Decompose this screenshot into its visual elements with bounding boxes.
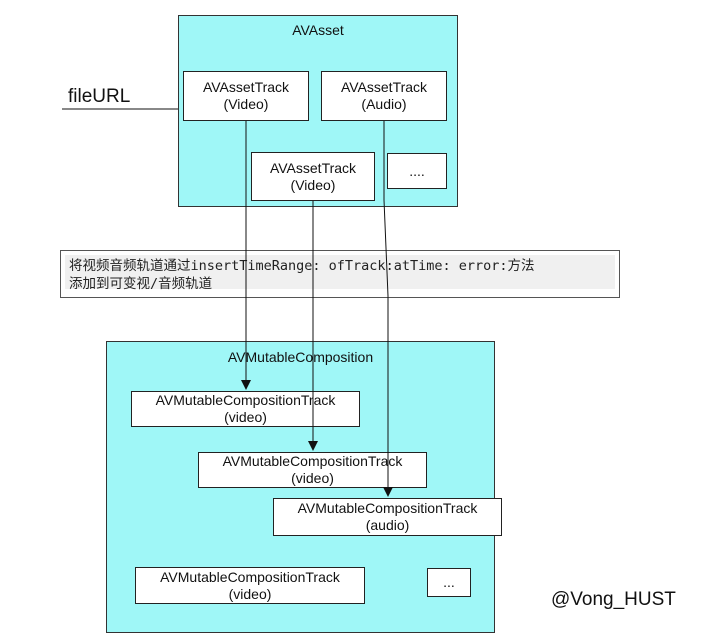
composition-track-type: (video) <box>224 409 267 425</box>
composition-track-video-1: AVMutableCompositionTrack (video) <box>131 391 360 427</box>
composition-track-label: AVMutableCompositionTrack <box>297 500 478 516</box>
asset-track-label: AVAssetTrack <box>202 79 290 95</box>
asset-track-type: (Video) <box>290 176 336 193</box>
asset-track-type: (Video) <box>223 96 269 112</box>
composition-title: AVMutableComposition <box>227 349 374 365</box>
composition-track-label: AVMutableCompositionTrack <box>155 392 336 408</box>
asset-track-video-1: AVAssetTrack (Video) <box>183 71 309 121</box>
connector-audio <box>383 121 393 497</box>
method-note-line-2: 添加到可变视/音频轨道 <box>69 276 213 292</box>
method-note-line-1: 将视频音频轨道通过insertTimeRange: ofTrack:atTime… <box>69 258 535 274</box>
composition-track-video-3: AVMutableCompositionTrack (video) <box>135 567 365 604</box>
composition-track-video-2: AVMutableCompositionTrack (video) <box>198 452 427 488</box>
asset-track-video-2: AVAssetTrack (Video) <box>251 152 375 201</box>
composition-more-tracks: ... <box>427 568 471 597</box>
composition-track-label: AVMutableCompositionTrack <box>160 568 340 585</box>
fileurl-label: fileURL <box>68 86 131 107</box>
composition-track-audio: AVMutableCompositionTrack (audio) <box>273 498 502 536</box>
method-note: 将视频音频轨道通过insertTimeRange: ofTrack:atTime… <box>60 250 620 298</box>
asset-track-type: (Audio) <box>361 96 407 112</box>
composition-track-type: (audio) <box>365 517 410 533</box>
asset-track-audio: AVAssetTrack (Audio) <box>321 71 447 121</box>
asset-more-tracks: .... <box>387 153 447 189</box>
asset-track-label: AVAssetTrack <box>269 159 357 176</box>
asset-track-label: AVAssetTrack <box>340 79 428 95</box>
watermark: @Vong_HUST <box>551 589 676 610</box>
avasset-title: AVAsset <box>292 22 344 38</box>
composition-track-type: (video) <box>228 585 272 602</box>
composition-track-type: (video) <box>291 470 334 486</box>
composition-track-label: AVMutableCompositionTrack <box>222 453 403 469</box>
